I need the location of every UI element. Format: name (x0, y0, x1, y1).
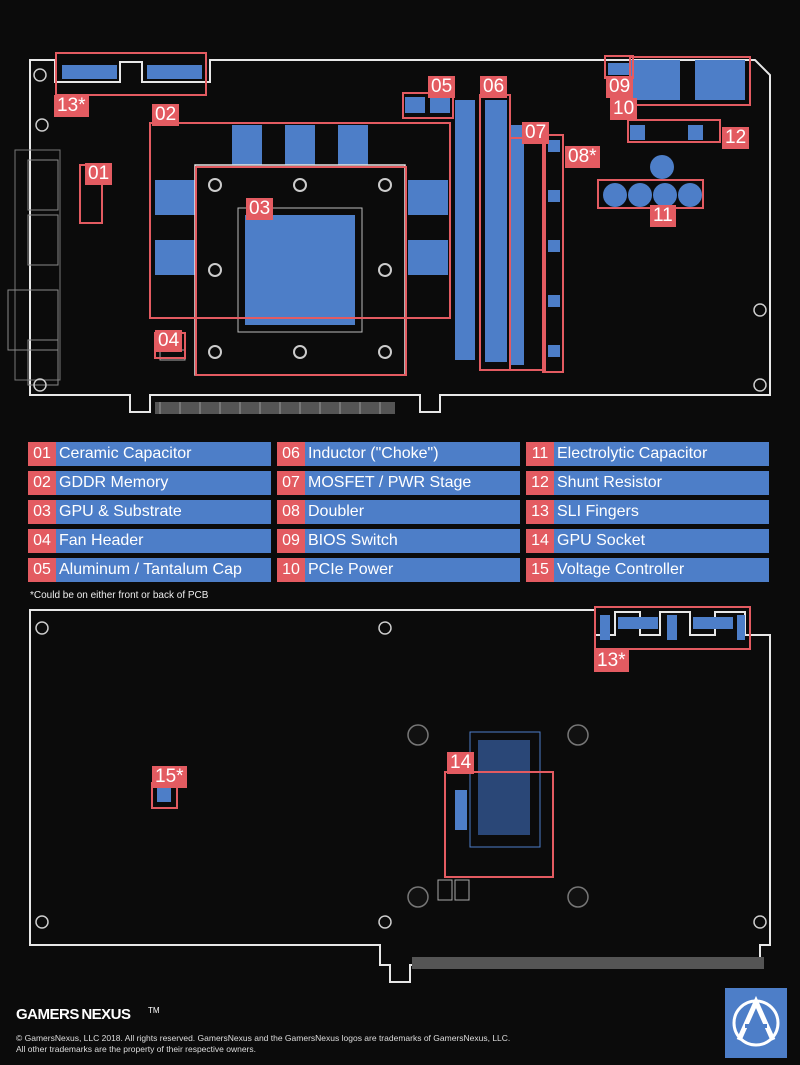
legend-number: 11 (526, 442, 554, 466)
tag-04: 04 (155, 330, 183, 352)
tag-05: 05 (428, 76, 456, 98)
legend-number: 01 (28, 442, 56, 466)
legend-label: MOSFET / PWR Stage (305, 471, 520, 495)
legend-label: Doubler (305, 500, 520, 524)
legend-number: 15 (526, 558, 554, 582)
gamersnexus-logo-icon (725, 988, 787, 1058)
legend-number: 14 (526, 529, 554, 553)
legend-label: Inductor ("Choke") (305, 442, 520, 466)
tag-03: 03 (246, 198, 274, 220)
trademark-mark: TM (148, 1006, 160, 1015)
legend-number: 12 (526, 471, 554, 495)
legend-number: 02 (28, 471, 56, 495)
tag-11: 11 (650, 205, 676, 227)
tag-02: 02 (152, 104, 180, 126)
footnote: *Could be on either front or back of PCB (30, 590, 209, 601)
legend-label: GPU & Substrate (56, 500, 271, 524)
legend-label: GPU Socket (554, 529, 769, 553)
legend-number: 10 (277, 558, 305, 582)
back-board-outline (29, 609, 771, 983)
tag-06: 06 (480, 76, 508, 98)
legend-label: Ceramic Capacitor (56, 442, 271, 466)
legend-label: SLI Fingers (554, 500, 769, 524)
tag-07: 07 (522, 122, 550, 144)
legend-label: Electrolytic Capacitor (554, 442, 769, 466)
copyright-line-1: © GamersNexus, LLC 2018. All rights rese… (16, 1033, 511, 1043)
legend-label: GDDR Memory (56, 471, 271, 495)
tag-14: 14 (447, 752, 475, 774)
tag-09: 09 (606, 76, 634, 98)
front-pcie-fingers (155, 402, 395, 414)
tag-10: 10 (610, 98, 638, 120)
front-pcb-diagram (7, 52, 771, 414)
copyright-line-2: All other trademarks are the property of… (16, 1044, 256, 1054)
legend-number: 07 (277, 471, 305, 495)
legend-number: 13 (526, 500, 554, 524)
legend-number: 03 (28, 500, 56, 524)
tag-13-back: 13* (594, 650, 629, 672)
tag-15: 15* (152, 766, 187, 788)
legend-label: Fan Header (56, 529, 271, 553)
tag-01: 01 (85, 163, 113, 185)
legend-label: PCIe Power (305, 558, 520, 582)
legend-number: 05 (28, 558, 56, 582)
tag-13-front: 13* (54, 95, 89, 117)
tag-12: 12 (722, 127, 750, 149)
front-board-outline (29, 59, 771, 413)
copyright-notice: © GamersNexus, LLC 2018. All rights rese… (16, 1033, 576, 1055)
legend-number: 04 (28, 529, 56, 553)
legend-label: Voltage Controller (554, 558, 769, 582)
tag-08: 08* (565, 146, 600, 168)
brand-wordmark: GAMERS NEXUS (16, 1006, 131, 1023)
legend-number: 09 (277, 529, 305, 553)
legend-label: BIOS Switch (305, 529, 520, 553)
legend-label: Aluminum / Tantalum Cap (56, 558, 271, 582)
legend-label: Shunt Resistor (554, 471, 769, 495)
legend-number: 06 (277, 442, 305, 466)
legend-number: 08 (277, 500, 305, 524)
